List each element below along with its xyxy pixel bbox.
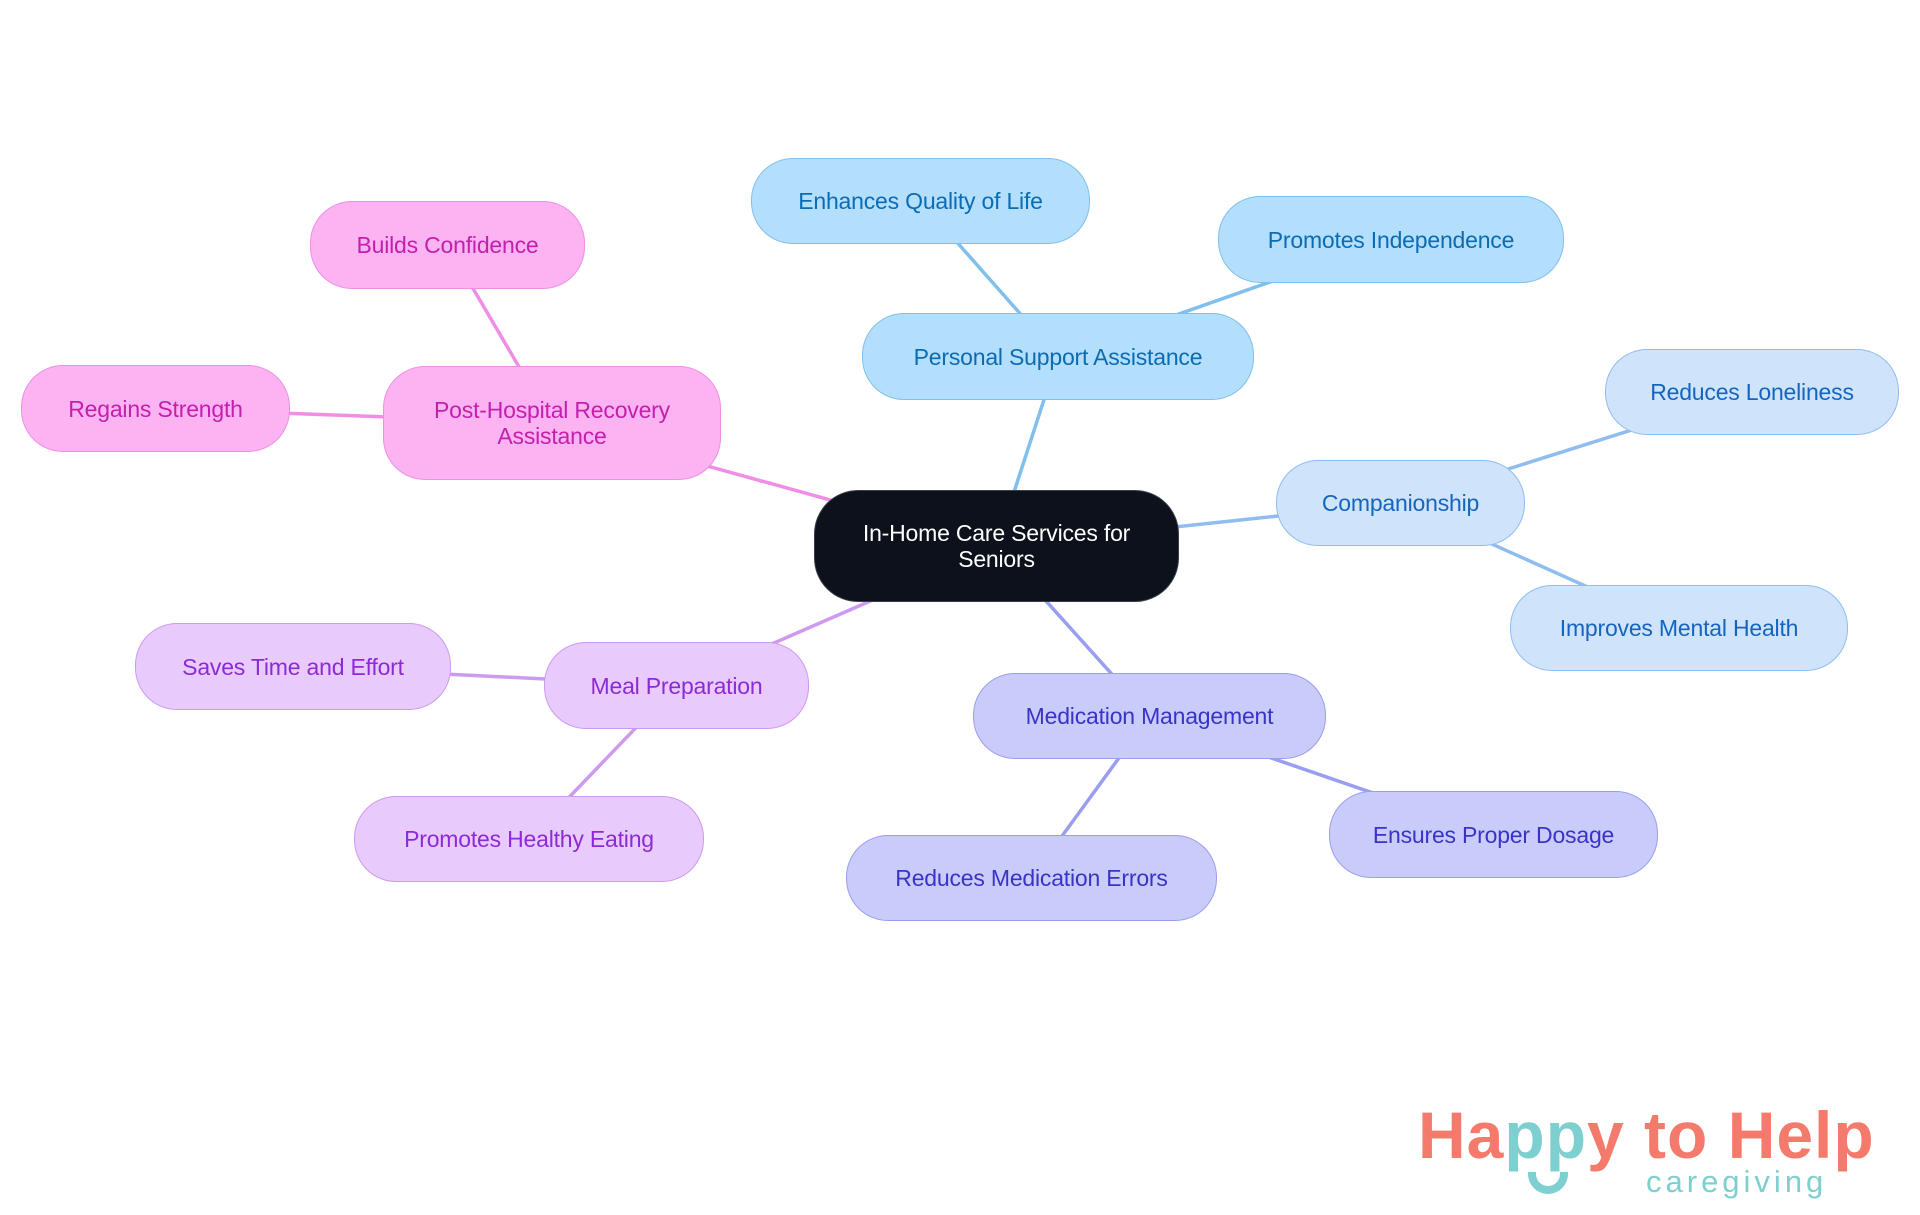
branch-node-medication[interactable]: Medication Management — [973, 673, 1326, 759]
node-label: Improves Mental Health — [1559, 615, 1799, 641]
leaf-node-recovery[interactable]: Regains Strength — [21, 365, 290, 452]
node-label: Promotes Independence — [1267, 226, 1515, 253]
logo-subtitle: caregiving — [1646, 1164, 1828, 1199]
root-node[interactable]: In-Home Care Services for Seniors — [814, 490, 1179, 602]
branch-node-personal[interactable]: Personal Support Assistance — [862, 313, 1254, 400]
node-label: In-Home Care Services for Seniors — [862, 520, 1131, 572]
leaf-node-medication[interactable]: Reduces Medication Errors — [846, 835, 1217, 921]
node-label: Enhances Quality of Life — [798, 188, 1043, 214]
smile-icon — [1528, 1172, 1568, 1194]
logo-text-pp: pp — [1504, 1098, 1588, 1172]
logo-wordmark: Happy to Help — [1418, 1100, 1875, 1170]
node-label: Personal Support Assistance — [913, 343, 1203, 370]
node-label: Builds Confidence — [356, 232, 539, 258]
node-label: Saves Time and Effort — [182, 653, 404, 680]
leaf-node-medication[interactable]: Ensures Proper Dosage — [1329, 791, 1658, 878]
node-label: Ensures Proper Dosage — [1372, 821, 1615, 848]
logo-text-rest: y to Help — [1587, 1098, 1875, 1172]
leaf-node-companion[interactable]: Improves Mental Health — [1510, 585, 1848, 671]
leaf-node-companion[interactable]: Reduces Loneliness — [1605, 349, 1899, 435]
logo-text-ha: Ha — [1418, 1098, 1505, 1172]
node-label: Reduces Medication Errors — [895, 865, 1168, 891]
node-label: Reduces Loneliness — [1650, 379, 1854, 405]
leaf-node-personal[interactable]: Enhances Quality of Life — [751, 158, 1090, 244]
leaf-node-personal[interactable]: Promotes Independence — [1218, 196, 1564, 283]
node-label: Post-Hospital Recovery Assistance — [434, 397, 670, 449]
branch-node-companion[interactable]: Companionship — [1276, 460, 1525, 546]
leaf-node-meal[interactable]: Promotes Healthy Eating — [354, 796, 704, 882]
node-label: Regains Strength — [68, 395, 243, 422]
leaf-node-recovery[interactable]: Builds Confidence — [310, 201, 585, 289]
leaf-node-meal[interactable]: Saves Time and Effort — [135, 623, 451, 710]
node-label: Meal Preparation — [590, 672, 763, 699]
branch-node-recovery[interactable]: Post-Hospital Recovery Assistance — [383, 366, 721, 480]
happy-to-help-logo: Happy to Help caregiving — [1418, 1100, 1888, 1200]
branch-node-meal[interactable]: Meal Preparation — [544, 642, 809, 729]
node-label: Medication Management — [1025, 703, 1274, 729]
node-label: Promotes Healthy Eating — [404, 826, 654, 852]
node-label: Companionship — [1321, 490, 1480, 516]
